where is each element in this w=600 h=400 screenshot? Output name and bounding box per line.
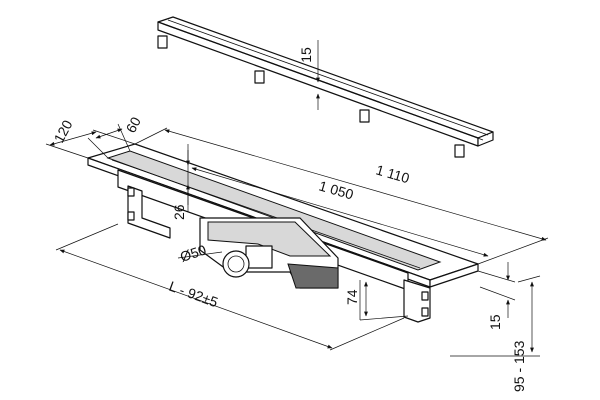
label-outlet-height: 74	[344, 289, 360, 305]
grate-clip	[254, 70, 265, 84]
dim-grate-height: 15	[298, 40, 320, 110]
label-grate-height: 15	[298, 47, 314, 63]
grate-clip	[359, 109, 370, 123]
left-bracket-slot-2	[127, 211, 135, 221]
dim-rim-height: 26	[171, 144, 190, 220]
label-length-channel: 1 050	[317, 178, 355, 203]
siphon-base	[287, 263, 339, 289]
label-rim-height: 26	[171, 204, 187, 220]
left-bracket-slot	[127, 187, 135, 197]
grate-clip	[157, 35, 168, 49]
grate-inner-line	[162, 23, 484, 141]
dim-width-inner: 60	[87, 114, 145, 159]
dim-outlet-height: 74	[344, 280, 409, 321]
siphon-neck	[245, 245, 273, 269]
label-outlet-diameter: Ø50	[178, 241, 208, 264]
dim-frame-height: 15	[477, 262, 516, 330]
label-frame-height: 15	[487, 314, 503, 330]
label-width-inner: 60	[123, 114, 145, 135]
right-bracket-slot	[421, 291, 429, 301]
label-adjust-length: L - 92±5	[167, 278, 220, 310]
grate-inner-line-2	[167, 19, 489, 136]
label-installation-height: 95 - 153	[511, 340, 527, 392]
dim-installation-height: 95 - 153	[450, 275, 541, 392]
right-bracket-slot-2	[421, 307, 429, 317]
outlet-pipe	[222, 250, 250, 278]
grate: 15	[157, 16, 494, 158]
label-length-total: 1 110	[374, 162, 411, 187]
grate-top-face	[157, 16, 494, 139]
grate-clip	[454, 144, 465, 158]
label-width-outer: 120	[51, 117, 76, 145]
